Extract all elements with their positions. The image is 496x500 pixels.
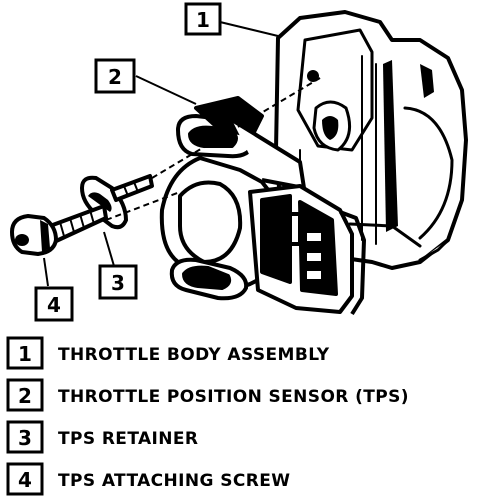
- svg-text:2: 2: [108, 65, 122, 89]
- legend-row-1: 1 THROTTLE BODY ASSEMBLY: [6, 336, 330, 370]
- callout-4: 4: [34, 286, 74, 322]
- svg-text:1: 1: [18, 342, 32, 366]
- legend-row-4: 4 TPS ATTACHING SCREW: [6, 462, 290, 496]
- svg-text:THROTTLE POSITION SENSOR (TPS): THROTTLE POSITION SENSOR (TPS): [58, 387, 409, 407]
- svg-text:TPS ATTACHING SCREW: TPS ATTACHING SCREW: [58, 471, 290, 491]
- svg-text:4: 4: [47, 293, 61, 317]
- svg-text:TPS RETAINER: TPS RETAINER: [58, 429, 198, 449]
- svg-text:3: 3: [111, 271, 125, 295]
- legend: 1 THROTTLE BODY ASSEMBLY 2 THROTTLE POSI…: [6, 336, 409, 496]
- leader-lines: [43, 21, 279, 287]
- legend-row-3: 3 TPS RETAINER: [6, 420, 198, 454]
- throttle-position-sensor: [159, 96, 366, 316]
- callout-3: 3: [98, 264, 138, 300]
- legend-row-2: 2 THROTTLE POSITION SENSOR (TPS): [6, 378, 409, 412]
- svg-text:3: 3: [18, 426, 32, 450]
- callout-2: 2: [94, 58, 136, 94]
- tps-attaching-screw: [10, 174, 154, 256]
- alignment-lines: [105, 77, 321, 221]
- svg-text:2: 2: [18, 384, 32, 408]
- callout-1: 1: [184, 2, 222, 36]
- svg-text:THROTTLE BODY ASSEMBLY: THROTTLE BODY ASSEMBLY: [58, 345, 330, 365]
- svg-text:4: 4: [18, 468, 32, 492]
- svg-text:1: 1: [196, 8, 210, 32]
